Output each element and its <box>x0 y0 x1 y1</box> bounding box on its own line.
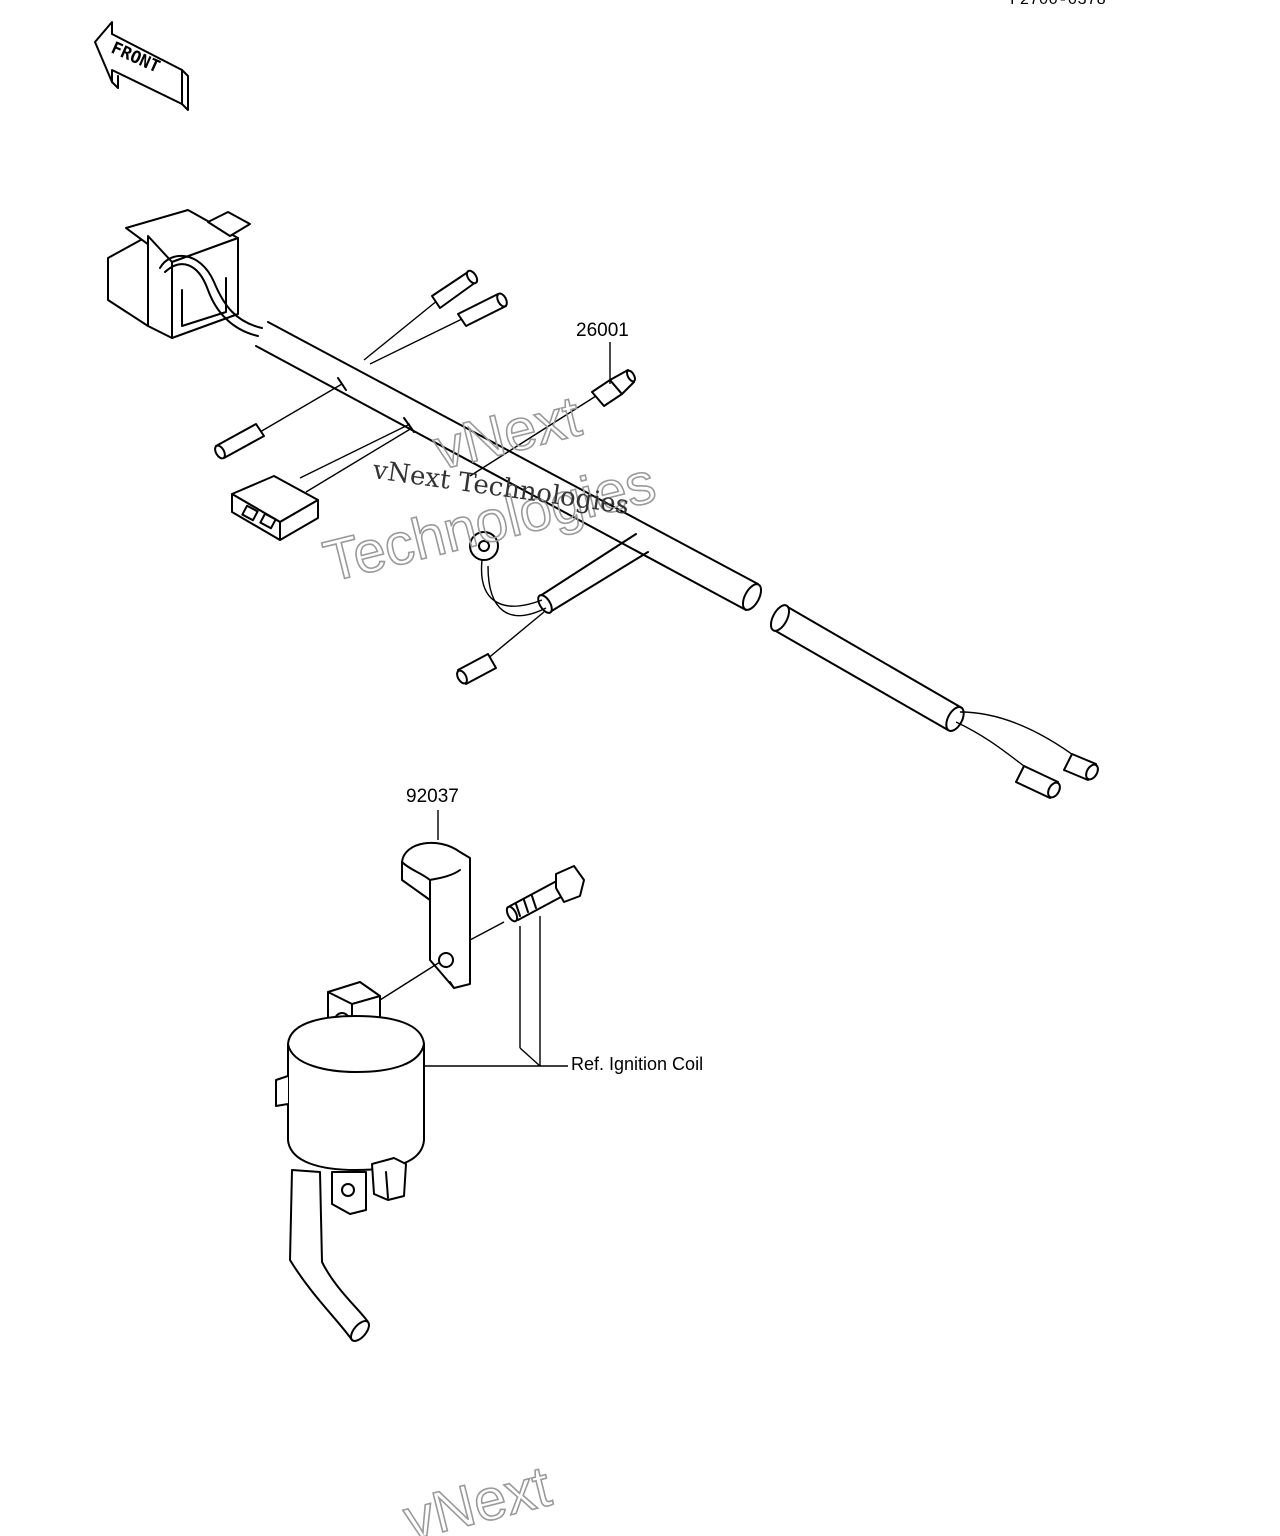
terminal-icon <box>1063 753 1099 781</box>
ignition-coil-icon <box>275 981 425 1342</box>
clamp-92037-icon <box>401 841 471 989</box>
assembly-line <box>469 921 505 941</box>
two-pin-connector-icon <box>231 475 319 541</box>
front-arrow-icon: FRONT <box>94 21 189 111</box>
callout-26001: 26001 <box>576 320 629 341</box>
terminal-icon <box>457 292 508 327</box>
main-connector-icon <box>107 209 263 339</box>
terminal-icon <box>1015 765 1061 799</box>
callout-92037: 92037 <box>406 786 459 807</box>
terminal-26001-icon <box>591 369 636 407</box>
bolt-icon <box>505 865 585 923</box>
drawing-code: F2700-0378 <box>1010 0 1106 9</box>
callout-ref-ignition-coil: Ref. Ignition Coil <box>571 1054 703 1074</box>
terminal-icon <box>431 269 479 309</box>
leader-line <box>519 1047 541 1067</box>
terminal-icon <box>214 423 265 460</box>
watermark-footer: vNext <box>397 1454 557 1536</box>
wiring-harness <box>107 209 1099 799</box>
ring-terminal-icon <box>469 531 499 561</box>
assembly-line <box>379 961 441 1001</box>
terminal-icon <box>456 653 497 685</box>
